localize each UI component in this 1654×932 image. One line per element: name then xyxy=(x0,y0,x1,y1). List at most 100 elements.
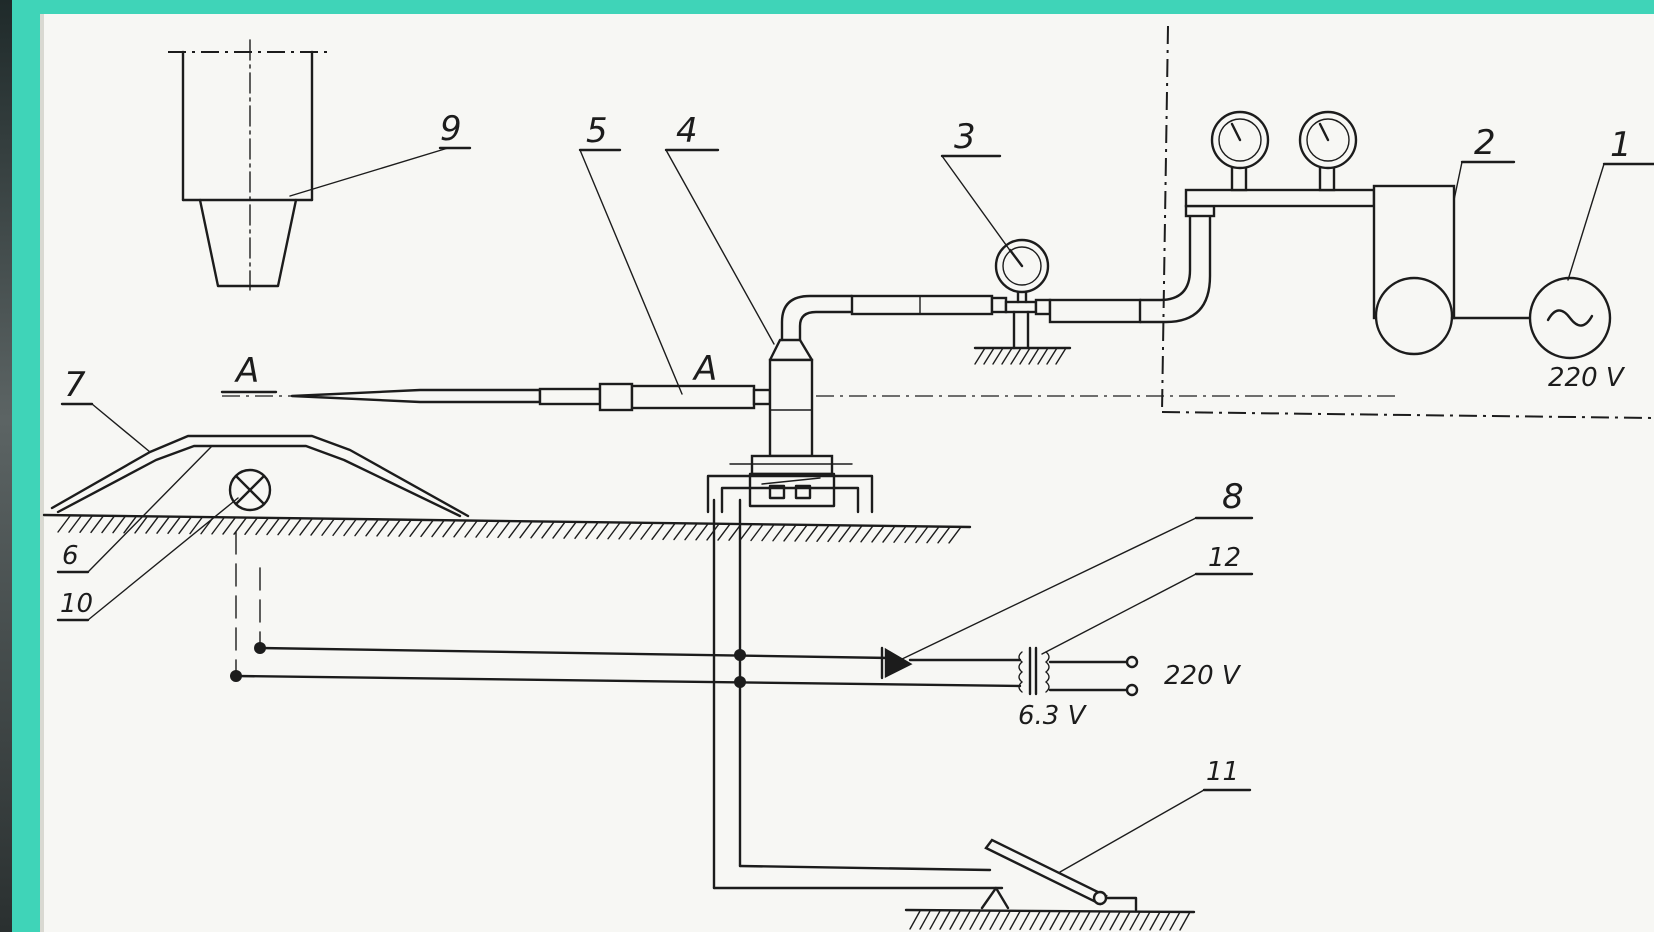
ground-hatch-stroke xyxy=(343,518,357,537)
ground-hatch-stroke xyxy=(321,518,335,536)
ground-hatch-stroke xyxy=(1089,910,1101,931)
ground-hatch-stroke xyxy=(838,524,852,543)
ground-hatch-stroke xyxy=(919,910,931,930)
burner-4 xyxy=(706,294,1008,514)
regulator-2 xyxy=(1184,110,1456,356)
ground-hatch-stroke xyxy=(508,520,522,539)
ground-hatch-stroke xyxy=(354,518,368,537)
ground-hatch-stroke xyxy=(816,524,830,542)
ground-hatch-stroke xyxy=(332,518,346,537)
ground-hatch-stroke xyxy=(805,524,819,542)
label-section-a-2: A xyxy=(692,349,717,389)
ground-hatch-stroke xyxy=(596,521,610,540)
ground-hatch-stroke xyxy=(893,525,907,543)
gauge-3 xyxy=(973,238,1072,365)
ground-hatch-stroke xyxy=(640,522,654,540)
ground-hatch-stroke xyxy=(288,518,302,536)
ground-hatch-stroke xyxy=(530,521,544,539)
ground-hatch-stroke xyxy=(1169,911,1181,931)
ground-hatch-stroke xyxy=(761,523,775,542)
ground-hatch-stroke xyxy=(915,525,929,544)
ground-hatch-stroke xyxy=(222,517,236,535)
ground-hatch-stroke xyxy=(563,521,577,539)
ac-source-1 xyxy=(1450,276,1612,360)
label-9: 9 xyxy=(440,109,462,149)
ground-hatch-stroke xyxy=(453,520,467,538)
label-11: 11 xyxy=(1206,757,1239,787)
ground-hatch-stroke xyxy=(156,516,170,534)
ground-hatch-stroke xyxy=(651,522,665,540)
ground-hatch-stroke xyxy=(717,523,731,541)
ground-hatch-stroke xyxy=(1037,347,1049,365)
ground-hatch-stroke xyxy=(1029,910,1041,931)
ground-hatch-stroke xyxy=(1069,910,1081,931)
ground-hatch-stroke xyxy=(979,910,991,930)
ground-hatch-stroke xyxy=(189,516,203,535)
ground-hatch-stroke xyxy=(1001,347,1013,365)
frame-left-strip xyxy=(0,0,12,932)
ground-hatch-stroke xyxy=(939,910,951,930)
ground-hatch-stroke xyxy=(1046,347,1058,365)
pedal-switch-11 xyxy=(904,838,1196,931)
ground-hatch-stroke xyxy=(266,517,280,536)
ground-hatch-stroke xyxy=(772,524,786,542)
ground-hatch-stroke xyxy=(277,517,291,536)
ground-hatch-stroke xyxy=(629,522,643,540)
ground-hatch-stroke xyxy=(464,520,478,538)
ground-hatch-stroke xyxy=(68,515,82,533)
label-7: 7 xyxy=(64,365,86,405)
ground-hatch-stroke xyxy=(673,522,687,541)
ground-hatch-stroke xyxy=(1055,347,1067,365)
ground-hatch-stroke xyxy=(486,520,500,538)
ramp-7 xyxy=(50,434,470,518)
label-2: 2 xyxy=(1474,123,1496,163)
ground-hatch-stroke xyxy=(794,524,808,542)
ground-hatch-stroke xyxy=(376,519,390,537)
ground-hatch-stroke xyxy=(112,515,126,534)
ground-hatch-stroke xyxy=(244,517,258,535)
ground-hatch-stroke xyxy=(948,526,962,544)
lamp-10 xyxy=(228,468,272,512)
voltage-mains-top: 220 V xyxy=(1548,363,1626,393)
ground-hatch-stroke xyxy=(310,518,324,536)
ground-hatch-stroke xyxy=(497,520,511,539)
ground-hatch-stroke xyxy=(541,521,555,539)
label-3: 3 xyxy=(954,117,976,157)
ground-hatch-stroke xyxy=(1079,910,1091,931)
voltage-secondary: 6.3 V xyxy=(1018,701,1088,731)
ground-hatch-stroke xyxy=(871,525,885,543)
ground-hatch-stroke xyxy=(827,524,841,543)
ground-hatch-stroke xyxy=(618,522,632,540)
ground-hatch-stroke xyxy=(1059,910,1071,931)
ground-hatch-stroke xyxy=(442,520,456,538)
label-6: 6 xyxy=(62,541,79,571)
ground-hatch-stroke xyxy=(1028,347,1040,365)
leader-lines xyxy=(56,146,1654,873)
ground-hatch-stroke xyxy=(974,347,986,365)
ground-hatch-stroke xyxy=(585,521,599,540)
ground-hatch-stroke xyxy=(134,516,148,534)
label-8: 8 xyxy=(1222,477,1244,517)
ground-hatch-stroke xyxy=(983,347,995,365)
ground-hatch-stroke xyxy=(57,515,71,533)
labels: 9 5 4 3 2 1 A A 7 6 10 8 12 11 220 V 220… xyxy=(60,109,1632,787)
ground-hatch-stroke xyxy=(1039,910,1051,931)
ground-hatch-stroke xyxy=(739,523,753,542)
ground-hatch-stroke xyxy=(662,522,676,541)
ground-hatch-stroke xyxy=(1099,910,1111,931)
ground-hatch-stroke xyxy=(167,516,181,535)
ground-hatch-stroke xyxy=(783,524,797,542)
ground-hatch-stroke xyxy=(989,910,1001,930)
circuit xyxy=(230,498,1139,890)
label-1: 1 xyxy=(1610,125,1632,165)
ground-main xyxy=(42,513,972,544)
ground-hatch-stroke xyxy=(1129,911,1141,931)
ground-hatch-stroke xyxy=(145,516,159,534)
supply-pipe xyxy=(1034,204,1216,324)
ground-hatch-stroke xyxy=(926,525,940,544)
ground-hatch-stroke xyxy=(90,515,104,534)
ground-hatch-stroke xyxy=(1049,910,1061,931)
label-5: 5 xyxy=(586,111,608,151)
label-12: 12 xyxy=(1208,543,1241,573)
